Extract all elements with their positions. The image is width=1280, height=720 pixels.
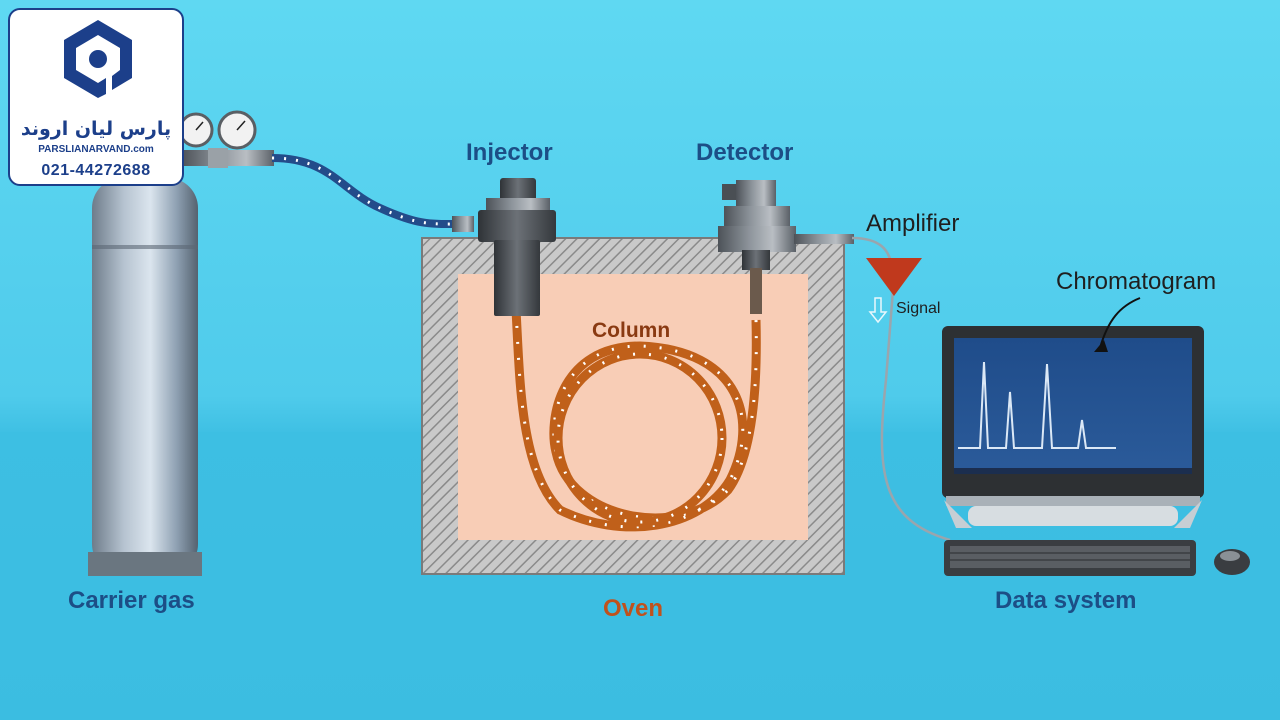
- company-logo-icon: [64, 20, 132, 98]
- keyboard-icon: [944, 540, 1196, 576]
- amplifier-label: Amplifier: [866, 210, 960, 237]
- column-label: Column: [592, 319, 671, 342]
- monitor-icon: [942, 326, 1204, 528]
- amplifier-triangle-icon: [866, 258, 922, 296]
- signal-label: Signal: [896, 300, 941, 317]
- oven-label: Oven: [603, 595, 664, 622]
- chromatogram-label: Chromatogram: [1056, 268, 1217, 295]
- company-website: PARSLIANARVAND.com: [38, 144, 154, 155]
- detector: [718, 180, 854, 314]
- pressure-gauge-icon: [178, 110, 274, 168]
- company-name-fa: پارس لیان اروند: [20, 118, 172, 140]
- company-phone: 021-44272688: [41, 162, 151, 179]
- injector: [478, 178, 556, 316]
- data-system-label: Data system: [995, 587, 1137, 614]
- carrier-gas-label: Carrier gas: [68, 587, 195, 614]
- company-logo-card: پارس لیان اروند PARSLIANARVAND.com 021-4…: [8, 8, 184, 186]
- column-coil: [511, 309, 761, 532]
- detector-label: Detector: [696, 139, 794, 166]
- mouse-icon: [1214, 549, 1250, 575]
- gas-cylinder-icon: [88, 132, 202, 576]
- injector-label: Injector: [466, 139, 553, 166]
- signal-arrow-icon: [868, 297, 888, 324]
